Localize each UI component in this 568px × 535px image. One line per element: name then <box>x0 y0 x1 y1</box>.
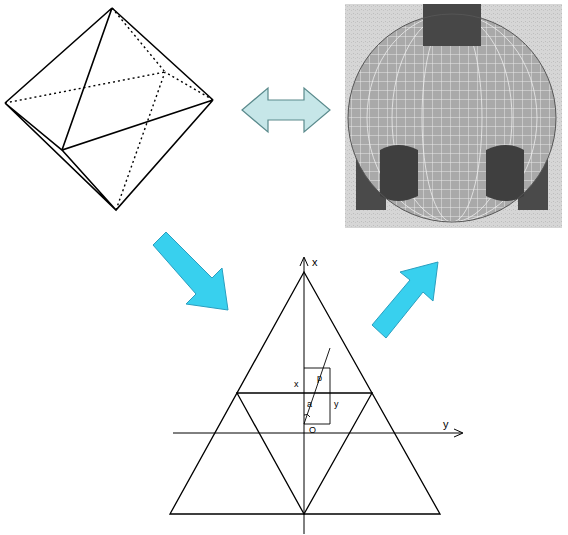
coordinate-label: x <box>293 380 300 389</box>
coordinate-label: y <box>333 400 340 409</box>
axis-label: y <box>442 419 450 430</box>
flow-arrow <box>372 262 438 338</box>
axis-label: x <box>311 257 319 268</box>
origin-label: O <box>308 426 317 435</box>
construction <box>304 348 330 424</box>
sphere-image <box>345 4 562 228</box>
angle-label: a <box>306 400 313 409</box>
triangle-net <box>170 272 440 514</box>
flow-arrow <box>153 232 228 310</box>
point-label: p <box>316 374 323 383</box>
double-arrow <box>242 88 330 132</box>
octahedron <box>5 8 213 210</box>
axes <box>173 257 463 534</box>
